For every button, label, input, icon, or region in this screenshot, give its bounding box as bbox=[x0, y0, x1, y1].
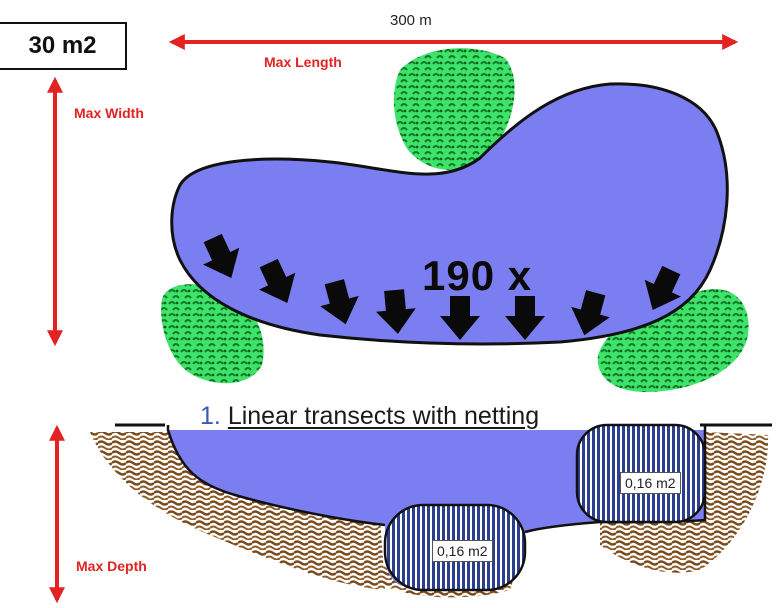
length-distance: 300 m bbox=[390, 12, 432, 29]
down-arrow-icon bbox=[571, 290, 610, 336]
method-number: 1. bbox=[200, 402, 221, 430]
max-depth-label: Max Depth bbox=[76, 558, 147, 574]
down-arrow-icon bbox=[440, 296, 480, 340]
down-arrow-icon bbox=[259, 258, 296, 303]
transect-count: 190 x bbox=[422, 252, 533, 299]
max-length-label: Max Length bbox=[264, 54, 342, 70]
vegetation-icon bbox=[393, 48, 515, 170]
sample-label-deep: 0,16 m2 bbox=[432, 540, 493, 562]
down-arrow-icon bbox=[644, 265, 681, 310]
soil-texture-icon bbox=[90, 432, 385, 590]
pond-top-view bbox=[170, 82, 729, 346]
transect-arrows bbox=[203, 233, 681, 340]
max-width-label: Max Width bbox=[74, 105, 144, 121]
down-arrow-icon bbox=[505, 296, 545, 340]
area-label: 30 m2 bbox=[0, 22, 127, 70]
down-arrow-icon bbox=[320, 279, 359, 325]
method-title: 1. Linear transects with netting bbox=[200, 402, 539, 431]
down-arrow-icon bbox=[375, 289, 416, 334]
vegetation-icon bbox=[597, 288, 749, 393]
down-arrow-icon bbox=[203, 233, 240, 278]
sample-label-shallow: 0,16 m2 bbox=[620, 472, 681, 494]
method-text: Linear transects with netting bbox=[227, 402, 540, 430]
